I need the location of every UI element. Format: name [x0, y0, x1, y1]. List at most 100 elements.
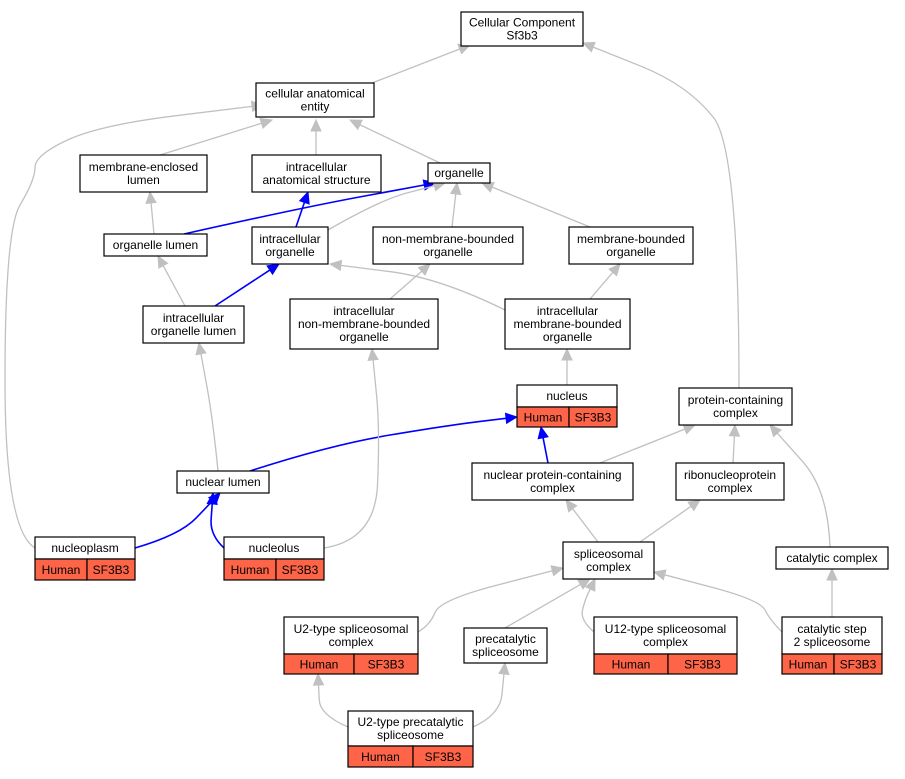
node-label: organelle lumen	[151, 324, 236, 338]
annotation-gene-cell	[667, 653, 738, 675]
arrow-head-icon	[537, 425, 549, 440]
annotation-species: Human	[42, 563, 81, 577]
edge-line	[150, 202, 155, 235]
node-label: catalytic step	[797, 622, 867, 636]
edge-line	[599, 428, 686, 464]
node-label: precatalytic	[475, 632, 536, 646]
edge-intracellular-anatomical-structure-to-cellular-anatomical-entity	[310, 118, 322, 155]
annotation-gene: SF3B3	[368, 658, 405, 672]
node-label: intracellular	[333, 304, 394, 318]
edge-line	[732, 435, 736, 464]
edge-line	[389, 270, 423, 300]
annotation-species: Human	[612, 658, 651, 672]
arrow-head-icon	[728, 423, 741, 437]
edge-protein-containing-complex-to-cellular-component	[581, 41, 740, 389]
arrow-head-icon	[145, 190, 157, 204]
node-box	[471, 462, 634, 501]
edge-nucleus-to-intracellular-membrane-bounded-organelle	[561, 347, 573, 385]
node-box	[678, 387, 793, 426]
annotation-gene-cell	[568, 406, 618, 428]
node-box	[568, 226, 694, 265]
annotation-gene-cell	[833, 653, 883, 675]
node-label: protein-containing	[688, 393, 783, 407]
node-label: intracellular	[163, 311, 224, 325]
node-box	[775, 546, 889, 570]
node-label: complex	[708, 481, 753, 495]
node-catalytic-complex[interactable]: catalytic complex	[775, 546, 889, 570]
node-box	[142, 305, 245, 344]
edge-line	[317, 684, 349, 728]
edge-line	[4, 105, 253, 549]
node-box	[427, 162, 491, 184]
edge-line	[359, 124, 441, 164]
arrow-head-icon	[561, 347, 573, 361]
node-label: complex	[643, 635, 688, 649]
edge-cellular-anatomical-entity-to-cellular-component	[371, 43, 472, 84]
edge-line	[581, 588, 595, 633]
edge-line	[417, 570, 553, 633]
node-label: catalytic complex	[786, 551, 877, 565]
edge-nucleoplasm-to-nuclear-lumen	[134, 492, 221, 549]
edge-line	[639, 505, 692, 543]
edge-non-membrane-bounded-organelle-to-organelle	[449, 181, 462, 228]
annotation-gene: SF3B3	[684, 658, 721, 672]
annotation-species: Human	[300, 658, 339, 672]
edge-line	[295, 202, 306, 228]
edge-spliceosomal-complex-to-ribonucleoprotein-complex	[639, 499, 701, 543]
node-organelle-lumen[interactable]: organelle lumen	[103, 233, 208, 257]
node-label: organelle	[606, 245, 656, 259]
node-intracellular-non-membrane-bounded-organelle[interactable]: intracellularnon-membrane-boundedorganel…	[289, 298, 439, 350]
edge-line	[214, 269, 271, 307]
edge-line	[589, 271, 614, 300]
arrow-head-icon	[157, 254, 169, 269]
node-box	[176, 470, 270, 494]
node-label: nuclear protein-containing	[483, 468, 621, 482]
node-box	[781, 616, 883, 655]
edge-line	[162, 265, 186, 307]
annotation-gene-cell	[412, 745, 474, 768]
node-label: complex	[329, 635, 374, 649]
arrow-head-icon	[259, 117, 274, 129]
edge-catalytic-step-2-spliceosome-to-spliceosomal-complex	[652, 569, 783, 633]
node-label: 2 spliceosome	[794, 635, 871, 649]
annotation-gene-cell	[275, 558, 325, 581]
node-box	[593, 616, 738, 655]
edge-nuclear-protein-containing-complex-to-nucleus	[537, 425, 549, 464]
node-label: intracellular	[286, 160, 347, 174]
node-label: nucleoplasm	[51, 541, 118, 555]
arrow-head-icon	[449, 181, 462, 196]
arrow-head-icon	[769, 424, 782, 438]
node-label: non-membrane-bounded	[382, 232, 514, 246]
edge-line	[776, 432, 831, 548]
arrow-head-icon	[328, 259, 343, 272]
node-label: anatomical structure	[262, 173, 370, 187]
node-nuclear-lumen[interactable]: nuclear lumen	[176, 470, 270, 494]
edge-line	[159, 122, 262, 156]
edge-line	[371, 48, 460, 84]
node-box	[103, 233, 208, 257]
arrow-head-icon	[498, 661, 510, 676]
node-organelle[interactable]: organelle	[427, 162, 491, 184]
